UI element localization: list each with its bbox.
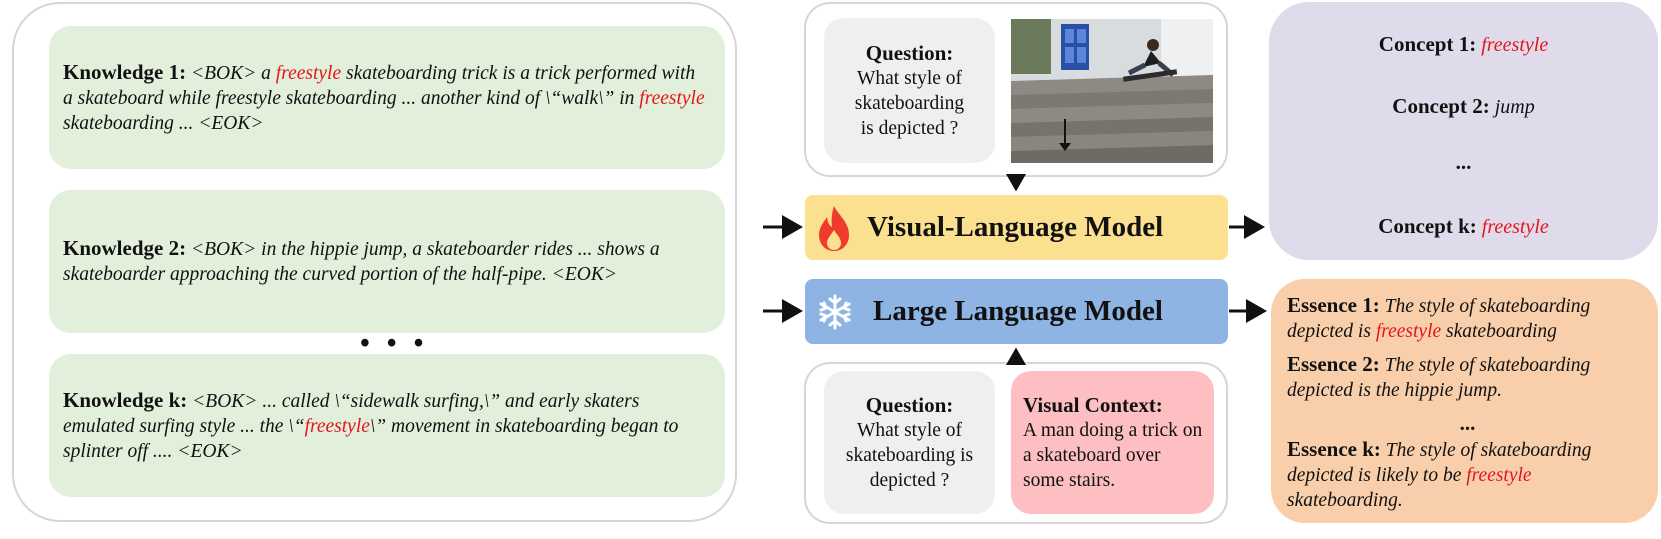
snowflake-icon [819,294,851,329]
visual-context-text: A man doing a trick on a skateboard over… [1023,420,1203,491]
vlm-label: Visual-Language Model [867,211,1164,243]
knowledge-card-k: Knowledge k: <BOK> ... called \“sidewalk… [49,354,725,497]
item-text: <BOK> in the hippie jump, a skateboarder… [63,239,660,285]
essence-ellipsis: ... [1287,411,1648,437]
concepts-panel [1269,2,1658,260]
concept-k-value: freestyle [1481,216,1549,238]
concept-ellipsis: ... [1269,150,1658,175]
highlight-term: freestyle [1466,465,1532,486]
concept-ellipsis-text: ... [1455,150,1472,174]
essence-2: Essence 2: The style of skateboarding de… [1287,352,1648,403]
vlm-question-text: What style of skateboarding is depicted … [854,67,965,139]
concept-1: Concept 1: freestyle [1269,32,1658,57]
llm-question-label: Question: [865,392,954,417]
item-text: skateboarding. [1287,490,1403,511]
concept-1-value: freestyle [1481,34,1549,56]
item-text: skateboarding [1441,321,1557,342]
vlm-question-label: Question: [865,40,954,65]
item-label: Essence k: [1287,437,1381,461]
knowledge-text-1: Knowledge 1: <BOK> a freestyle skateboar… [63,60,709,136]
item-label: Knowledge k: [63,387,188,412]
essence-k: Essence k: The style of skateboarding de… [1287,437,1648,513]
item-label: Knowledge 2: [63,236,187,260]
concept-2: Concept 2: jump [1269,94,1658,119]
item-text: The style of skateboarding depicted is l… [1287,440,1592,486]
highlight-term: freestyle [275,62,342,84]
item-text: skateboarding ... <EOK> [63,112,264,134]
knowledge-panel [12,2,737,522]
knowledge-card-2: Knowledge 2: <BOK> in the hippie jump, a… [49,190,725,333]
knowledge-ellipsis: • • • [360,328,429,359]
item-text: skateboarding trick is a trick performed… [63,62,696,109]
knowledge-text-2: Knowledge 2: <BOK> in the hippie jump, a… [63,236,709,287]
item-text: The style of skateboarding depicted is t… [1287,355,1591,401]
concept-k-label: Concept k: [1378,214,1477,238]
visual-context-card: Visual Context: A man doing a trick on a… [1011,371,1214,514]
llm-question-text: What style of skateboarding is depicted … [845,419,974,491]
llm-label: Large Language Model [873,295,1163,327]
item-text: <BOK> a [186,62,276,84]
highlight-term: freestyle [639,87,705,109]
essence-ellipsis-text: ... [1459,411,1476,435]
concept-1-label: Concept 1: [1378,32,1477,56]
vlm-question-card: Question: What style of skateboarding is… [824,18,995,163]
skateboard-photo-illustration [1011,19,1213,163]
knowledge-card-1: Knowledge 1: <BOK> a freestyle skateboar… [49,26,725,169]
concept-2-value: jump [1494,96,1535,118]
item-text: \” movement in skateboarding began to sp… [63,415,679,462]
essence-1: Essence 1: The style of skateboarding de… [1287,293,1648,344]
knowledge-text-k: Knowledge k: <BOK> ... called \“sidewalk… [63,388,709,464]
skateboard-photo [1011,19,1213,163]
item-text: The style of skateboarding depicted is [1287,296,1591,342]
item-label: Knowledge 1: [63,59,187,84]
flame-icon [819,205,849,251]
highlight-term: freestyle [1375,321,1442,342]
visual-context-label: Visual Context: [1023,393,1163,417]
essences-panel: Essence 1: The style of skateboarding de… [1271,279,1658,523]
large-language-model: Large Language Model [805,279,1228,344]
llm-question-card: Question: What style of skateboarding is… [824,371,995,514]
concept-k: Concept k: freestyle [1269,214,1658,239]
highlight-term: freestyle [304,415,370,437]
item-text: <BOK> ... called \“sidewalk surfing,\” a… [63,390,640,437]
item-label: Essence 2: [1287,352,1380,376]
item-label: Essence 1: [1287,293,1380,317]
concept-2-label: Concept 2: [1392,94,1490,118]
visual-language-model: Visual-Language Model [805,195,1228,260]
